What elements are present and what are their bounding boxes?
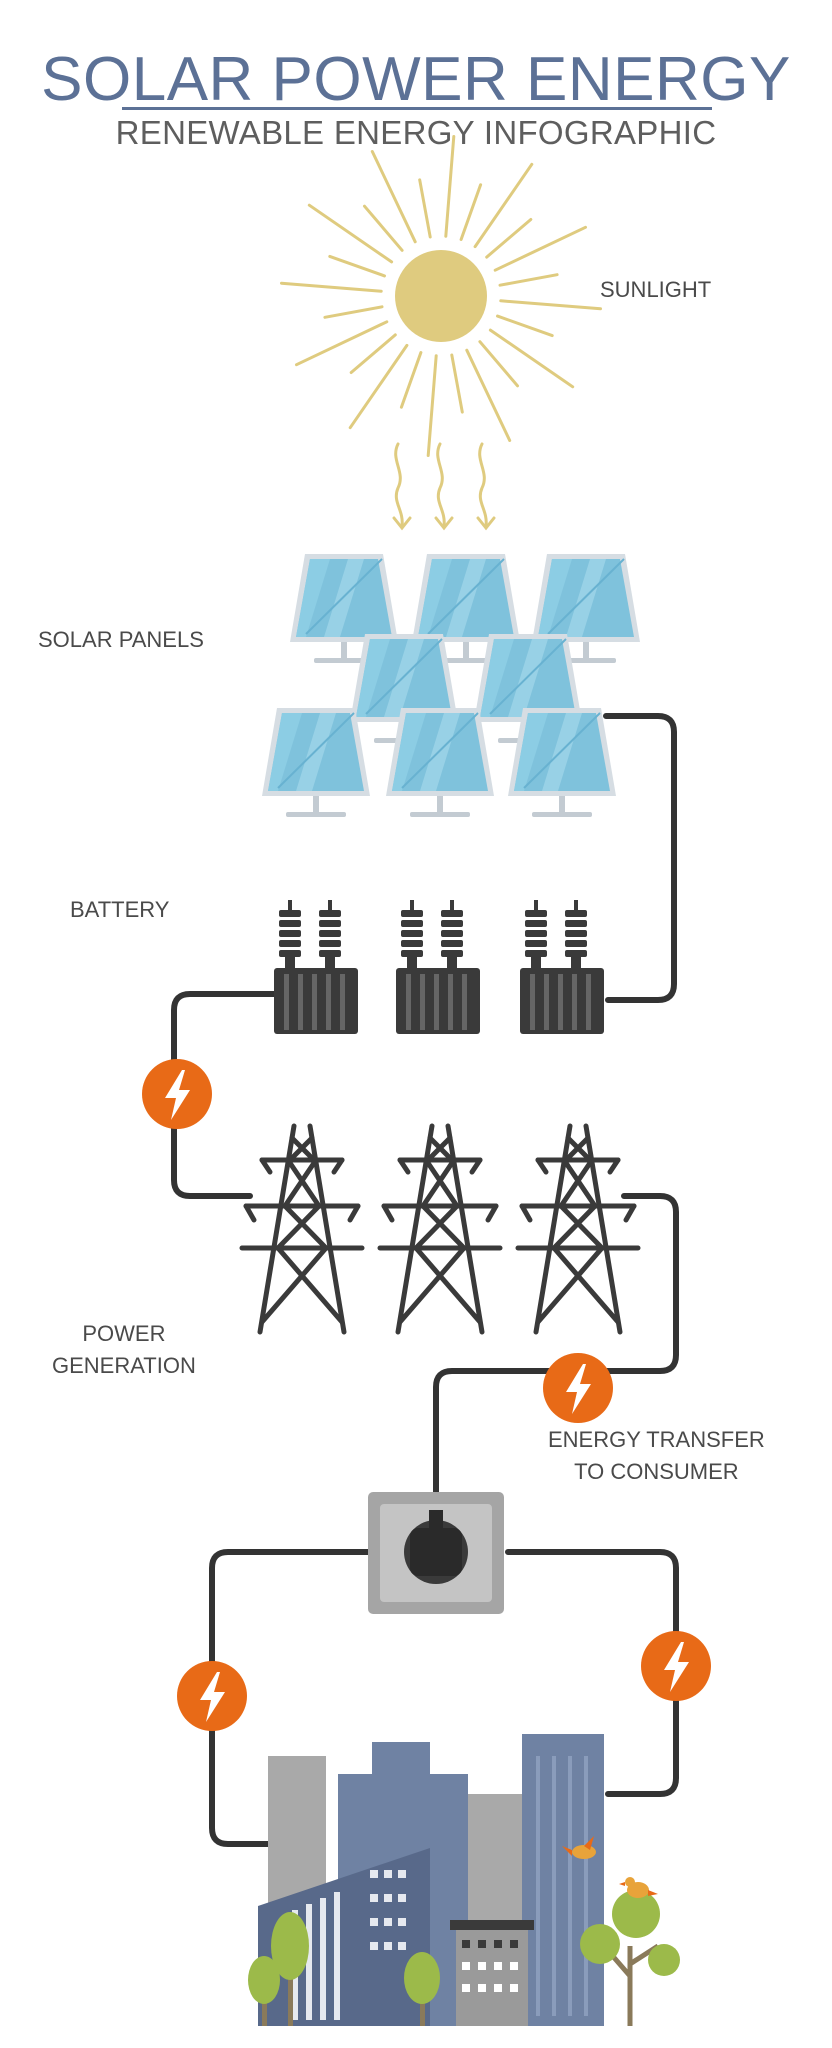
sun-ray [323, 305, 384, 319]
sun-ray [485, 218, 533, 259]
sun-ray [348, 343, 409, 430]
sun-ray [280, 281, 383, 293]
sun-ray [426, 354, 438, 457]
sun-ray [349, 333, 397, 374]
label-power-line2: GENERATION [52, 1353, 196, 1378]
sun-ray [418, 178, 432, 239]
label-transfer-line1: ENERGY TRANSFER [548, 1427, 765, 1452]
sun-ray [496, 314, 554, 338]
sun-ray [370, 150, 417, 244]
bird-icon [562, 1836, 658, 1898]
battery-icon [274, 900, 604, 1034]
tree-icon [248, 1890, 680, 2026]
label-transfer-line2: TO CONSUMER [574, 1459, 739, 1484]
power-cables [171, 713, 679, 1847]
sun-ray [493, 225, 587, 272]
sun-ray [328, 254, 386, 278]
sun-ray [444, 135, 456, 238]
label-battery: BATTERY [70, 897, 170, 922]
sun-ray [399, 351, 423, 409]
sun-ray [465, 348, 512, 442]
sun-ray [295, 320, 389, 367]
power-tower-icon [242, 1126, 638, 1332]
label-sunlight: SUNLIGHT [600, 277, 712, 302]
sun-ray [307, 203, 394, 264]
city-buildings-icon [258, 1734, 604, 2026]
label-energy-transfer: ENERGY TRANSFER TO CONSUMER [548, 1424, 765, 1488]
title-underline [122, 107, 712, 110]
sun-ray [459, 183, 483, 241]
page-title: SOLAR POWER ENERGY [41, 45, 791, 114]
sun-ray [498, 273, 559, 287]
sun-ray [478, 340, 519, 388]
sun-ray [363, 204, 404, 252]
solar-panel-icon [261, 553, 641, 818]
sun-ray [499, 299, 602, 311]
sun-icon [280, 135, 602, 457]
heat-waves [392, 442, 496, 531]
sun-ray [450, 353, 464, 414]
sun-ray [473, 162, 534, 249]
label-power-line1: POWER [82, 1321, 166, 1346]
label-solar-panels: SOLAR PANELS [38, 627, 204, 652]
label-power-generation: POWER GENERATION [52, 1318, 196, 1382]
page-subtitle: RENEWABLE ENERGY INFOGRAPHIC [115, 114, 717, 151]
sun-ray [488, 328, 575, 389]
socket-plug-icon [368, 1492, 504, 1614]
